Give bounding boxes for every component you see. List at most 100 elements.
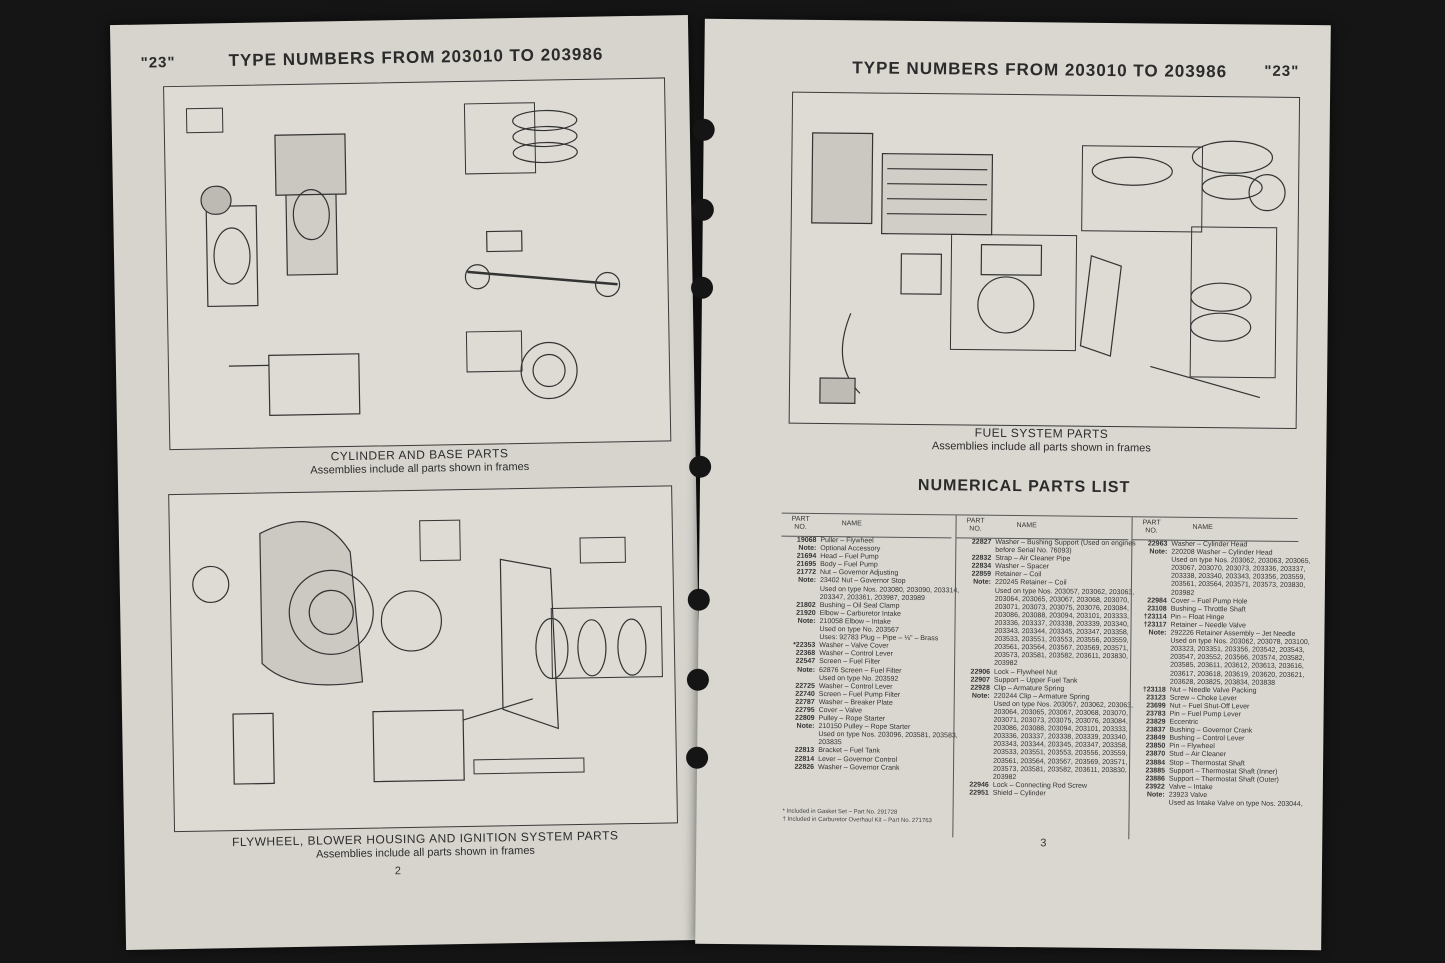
binder-hole-3 [690,276,714,299]
part-name: Pin – Float Hinge [1170,613,1225,622]
part-name: 292226 Retainer Assembly – Jet Needle [1170,629,1296,638]
part-name: Puller – Flywheel [820,536,874,545]
part-name: 203336, 203337, 203338, 203339, 203340, [993,733,1128,742]
part-number: Note: [797,666,816,674]
footnote-gasket-set: * Included in Gasket Set – Part No. 2917… [782,808,898,816]
left-page-number: 2 [394,865,402,878]
part-name: before Serial No. 76093) [995,546,1072,555]
part-name: Retainer – Needle Valve [1170,621,1246,630]
part-name: 203338, 203340, 203343, 203356, 203559, [1171,573,1306,582]
part-name: Bushing – Oil Seal Clamp [819,601,900,610]
part-name: 203982 [1170,589,1195,597]
part-name: Used on type Nos. 203062, 203078, 203100… [1170,637,1310,647]
flywheel-ignition-diagram [168,485,678,833]
part-name: Stud – Air Cleaner [1169,751,1227,759]
part-name: Used as Intake Valve on type Nos. 203044… [1168,799,1303,809]
part-name: 203071, 203073, 203075, 203076, 203084, [993,716,1128,726]
part-name: 203547, 203552, 203566, 203574, 203582, [1170,653,1305,663]
part-name: Screw – Choke Lever [1169,694,1237,703]
part-name: Washer – Bushing Support (Used on engine… [995,538,1136,548]
part-name: 203573, 203581, 203582, 203611, 203830, [994,652,1129,661]
part-name: 203086, 203088, 203094, 203101, 203333, [994,611,1129,621]
left-page: "23" TYPE NUMBERS FROM 203010 TO 203986 [109,15,705,950]
part-name: Cover – Fuel Pump Hole [1170,597,1248,606]
part-name: Head – Fuel Pump [820,553,879,561]
left-page-header: TYPE NUMBERS FROM 203010 TO 203986 [228,44,604,71]
part-name: Washer – Valve Cover [819,642,889,650]
column-1-header: PART NO. NAME [781,513,952,539]
part-name: 220244 Clip – Armature Spring [993,692,1090,701]
part-name: 210058 Elbow – Intake [819,617,891,626]
parts-list-row: Used as Intake Valve on type Nos. 203044… [1130,799,1303,809]
part-name: Used on type No. 203567 [819,626,899,634]
part-name: Nut – Fuel Shut-Off Lever [1169,702,1250,711]
part-name: Optional Accessory [820,545,881,553]
part-name: 203573, 203581, 203582, 203611, 203830, [992,765,1127,774]
part-name: 203628, 203825, 203834, 203838 [1169,678,1276,687]
binder-hole-6 [686,668,710,691]
part-name: Used on type Nos. 203062, 203063, 203065… [1171,556,1311,566]
part-name: 203533, 203551, 203553, 203556, 203559, [993,749,1128,758]
binder-hole-1 [692,118,715,141]
part-name: Pin – Flywheel [1169,742,1215,751]
part-name: Support – Upper Fuel Tank [993,676,1078,685]
part-name: 203561, 203564, 203567, 203569, 203571, [994,644,1129,653]
binder-hole-2 [691,198,714,221]
part-name: Washer – Control Lever [818,682,893,691]
column-3-part-heading: PART NO. [1142,519,1161,535]
part-number: Note: [973,579,992,587]
part-number: 22826 [794,763,815,771]
part-name: Elbow – Carburetor Intake [819,609,902,618]
part-name: 203323, 203351, 203356, 203542, 203543, [1170,645,1305,655]
part-name: 220245 Retainer – Coil [994,579,1067,588]
figure1-caption-block: CYLINDER AND BASE PARTS Assemblies inclu… [169,443,669,480]
part-name: Bushing – Control Lever [1169,734,1245,743]
part-name: 203617, 203618, 203619, 203620, 203621, [1169,670,1305,679]
part-name: Washer – Governor Crank [817,763,900,772]
cylinder-base-diagram [163,77,672,451]
part-name: Washer – Control Lever [819,650,893,659]
part-name: Lock – Flywheel Nut [994,668,1058,676]
part-name: Pin – Fuel Pump Lever [1169,710,1241,719]
part-name: Washer – Spacer [995,563,1050,571]
part-name: 203336, 203337, 203338, 203339, 203340, [994,619,1129,629]
part-name: 203585, 203611, 203612, 203613, 203616, [1170,662,1304,671]
part-name: 220208 Washer – Cylinder Head [1171,548,1273,557]
part-name: Screen – Fuel Filter [819,658,881,667]
column-2-header: PART NO. NAME [956,515,1129,541]
part-name: 203561, 203564, 203571, 203573, 203830, [1170,581,1306,590]
part-name: Body – Fuel Pump [820,561,878,569]
part-name: 203343, 203344, 203345, 203347, 203358, [994,627,1129,637]
left-series-tag: "23" [140,53,176,72]
part-name: Uses: 92783 Plug – Pipe – ⅛" – Brass [819,634,939,643]
right-series-tag: "23" [1264,62,1300,80]
part-name: 203343, 203344, 203345, 203347, 203358, [993,741,1128,750]
part-number: Note: [798,577,817,585]
column-2-name-heading: NAME [1016,522,1037,530]
part-name: Strap – Air Cleaner Pipe [995,555,1071,563]
fuel-system-diagram [788,91,1301,429]
part-name: Valve – Intake [1168,783,1213,791]
column-3-header: PART NO. NAME [1132,517,1299,542]
part-name: Nut – Governor Adjusting [820,569,899,578]
part-name: 203982 [992,773,1017,781]
right-page-header: TYPE NUMBERS FROM 203010 TO 203986 [852,58,1228,82]
part-name: Cover – Valve [818,706,863,715]
part-name: Bushing – Throttle Shaft [1170,605,1246,614]
part-name: 203561, 203564, 203567, 203569, 203571, [993,757,1128,766]
column-2-part-heading: PART NO. [966,517,985,533]
part-name: Lever – Governor Control [818,755,898,764]
binder-hole-4 [689,455,712,478]
part-name: 203067, 203070, 203073, 203336, 203337, [1171,564,1306,574]
part-name: 62876 Screen – Fuel Filter [819,666,902,675]
column-1-name-heading: NAME [841,520,862,528]
part-name: Used on type Nos. 203096, 203581, 203583… [818,731,958,740]
part-name: 203982 [994,660,1018,668]
part-number: Note: [971,692,990,700]
